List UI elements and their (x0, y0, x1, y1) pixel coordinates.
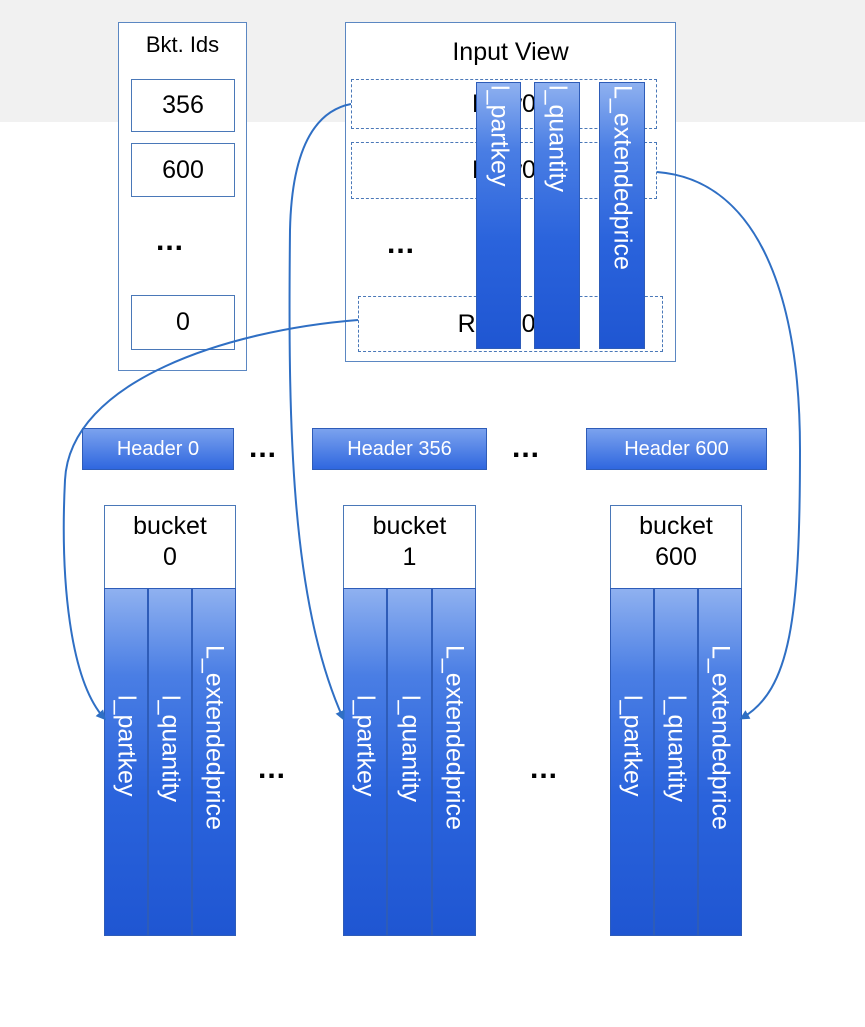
bucket-header: Header 600 (586, 428, 767, 470)
bucket-id-cell: 356 (131, 79, 235, 132)
input-view-title: Input View (452, 38, 569, 66)
bucket-column-label: L_extendedprice (440, 645, 469, 830)
bucket-title-number: 600 (655, 543, 697, 571)
bucket-title-number: 0 (163, 543, 177, 571)
bucket-column: l_quantity (654, 588, 698, 936)
bucket-title-line: bucket (639, 512, 713, 540)
bucket-id-cell: 600 (131, 143, 235, 197)
bucket-column: l_partkey (343, 588, 387, 936)
input-column-label: L_extendedprice (608, 85, 637, 270)
buckets-ellipsis: ... (530, 752, 559, 785)
headers-ellipsis: ... (249, 431, 278, 464)
bucket-ids-ellipsis: ... (156, 224, 185, 257)
bucket-ids-title: Bkt. Ids (145, 32, 220, 57)
bucket-column-label: l_partkey (351, 695, 380, 797)
buckets-ellipsis: ... (258, 752, 287, 785)
bucket-title-line: bucket (372, 512, 447, 540)
bucket-header: Header 356 (312, 428, 487, 470)
bucket-column: l_partkey (104, 588, 148, 936)
input-column: L_extendedprice (599, 82, 645, 349)
bucket-title: bucket 0 (104, 505, 236, 588)
bucket-column-label: l_partkey (112, 695, 141, 797)
bucket-id-cell: 0 (131, 295, 235, 350)
bucket-column-label: l_quantity (156, 695, 185, 803)
input-view-ellipsis: ... (387, 227, 416, 260)
bucket-header: Header 0 (82, 428, 234, 470)
input-column: l_partkey (476, 82, 521, 349)
bucket-column-label: l_partkey (618, 695, 647, 797)
bucket-column-label: L_extendedprice (706, 645, 735, 830)
bucket-column-label: l_quantity (662, 695, 691, 803)
bucket-title: bucket 1 (343, 505, 476, 588)
bucket-column-label: L_extendedprice (200, 645, 229, 830)
input-column-label: l_partkey (485, 85, 513, 187)
bucket-column: l_quantity (387, 588, 432, 936)
input-column-label: l_quantity (543, 85, 572, 193)
headers-ellipsis: ... (512, 431, 541, 464)
bucket-column: l_partkey (610, 588, 654, 936)
bucket-column: L_extendedprice (192, 588, 236, 936)
bucket-column: L_extendedprice (432, 588, 476, 936)
bucket-column-label: l_quantity (396, 695, 424, 803)
bucket-title-number: 1 (402, 543, 417, 571)
bucket-title-line: bucket (133, 512, 207, 540)
input-column: l_quantity (534, 82, 580, 349)
arrow-row0-to-bucket1 (288, 103, 352, 721)
bucket-title: bucket 600 (610, 505, 742, 588)
bucket-column: l_quantity (148, 588, 192, 936)
bucket-column: L_extendedprice (698, 588, 742, 936)
